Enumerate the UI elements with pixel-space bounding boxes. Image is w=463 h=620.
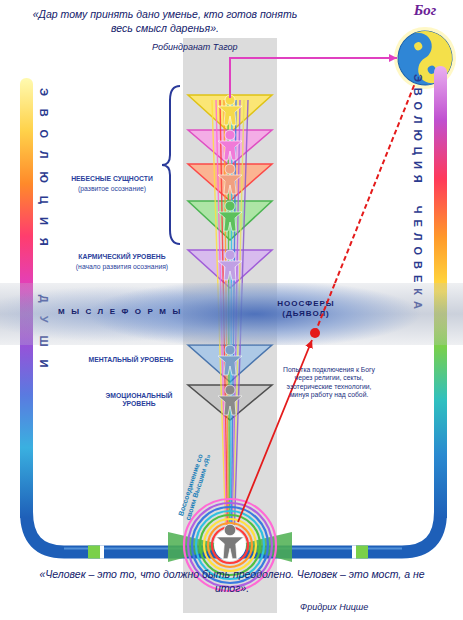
bracket [162,86,180,244]
yang-half [400,21,462,88]
red-dot [310,328,320,338]
yin-half [388,21,462,95]
level-label: НЕБЕСНЫЕ СУЩНОСТИ [62,175,162,183]
closing-quote: «Человек – это то, что должно быть преод… [36,568,428,595]
yin-yang-group [388,21,462,95]
human-figure [218,164,242,194]
noosphere-band: МЫСЛЕФОРМЫ НООСФЕРЫ (ДЬЯВОЛ) [0,283,463,345]
human-figure [218,201,242,231]
epigraph-quote: «Дар тому принять дано уменье, кто готов… [30,8,300,35]
tube-band [88,546,100,559]
tube-band [356,546,368,559]
band-label: МЫСЛЕФОРМЫ [58,307,187,316]
aura-ring [204,519,256,571]
callout-note: Попытка подключения к Богу через религии… [282,366,376,400]
band-label: НООСФЕРЫ (ДЬЯВОЛ) [270,299,342,320]
dashed-connector [335,83,415,283]
quote-author: Фридрих Ницше [300,602,368,612]
level-sublabel: (развитое осознание) [62,185,162,193]
ascent-arrow [230,58,397,98]
aura-ring [208,523,252,567]
aura-ring [200,515,260,575]
tube-band [352,546,356,559]
human-figure [218,385,242,415]
level-label: ЭМОЦИОНАЛЬНЫЙ УРОВЕНЬ [102,392,176,409]
level-sublabel: (начало развития осознания) [64,263,180,271]
level-label: КАРМИЧЕСКИЙ УРОВЕНЬ [66,253,178,261]
level-label: МЕНТАЛЬНЫЙ УРОВЕНЬ [82,356,180,364]
level-triangle [188,95,272,133]
human-figure [218,130,242,160]
god-label: Бог [392,2,458,19]
yang-dot [413,41,424,52]
human-figure [218,95,242,125]
human-figure [216,524,244,559]
quote-author: Робиндранат Тагор [152,42,238,52]
level-triangle [188,385,272,420]
god-circle: Бог [392,2,458,90]
level-triangle [188,345,272,382]
level-triangle [188,164,272,201]
human-figure [218,345,242,375]
level-triangle [188,130,272,166]
tube-band [100,546,104,559]
human-figure [218,250,242,280]
level-triangle [188,201,272,240]
